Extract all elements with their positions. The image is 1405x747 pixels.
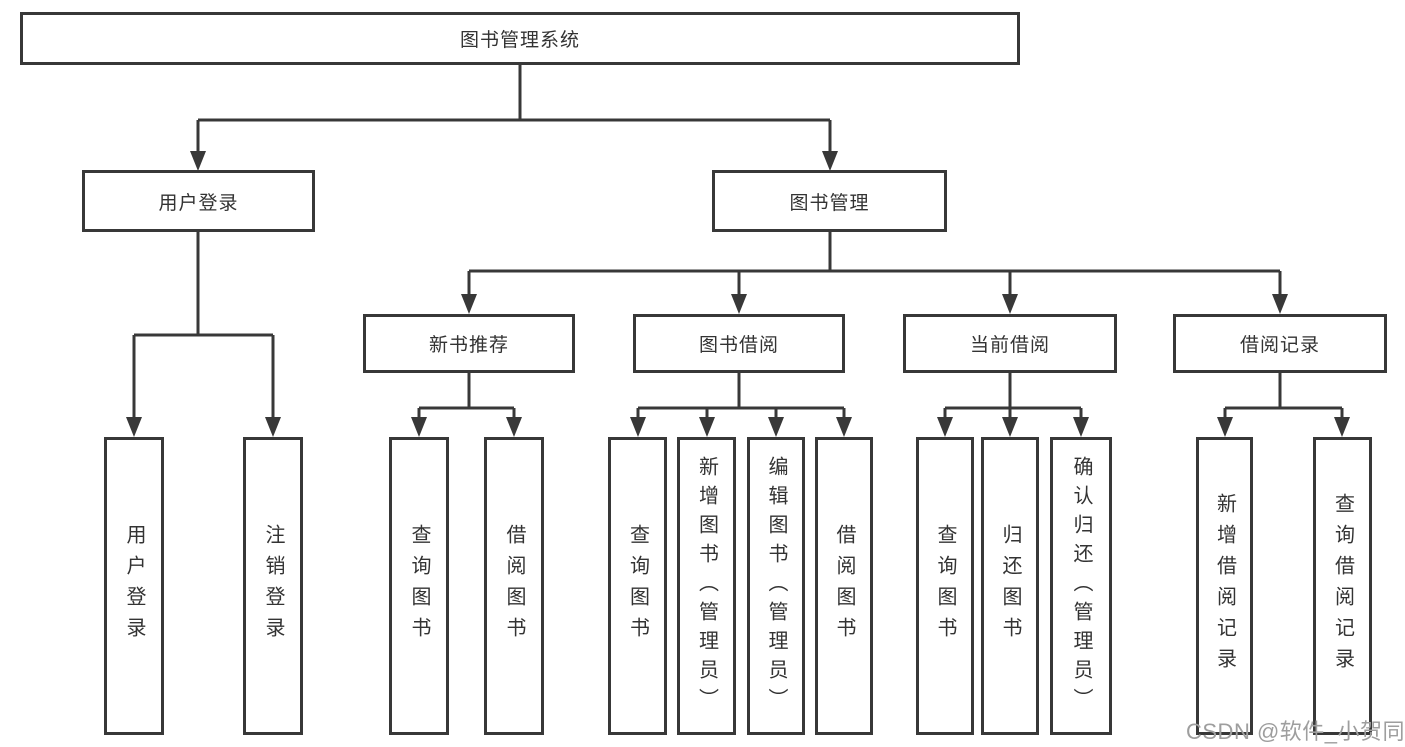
leaf-query-book-3: 查询图书 xyxy=(916,437,974,735)
leaf-add-book-admin: 新增图书（管理员） xyxy=(677,437,736,735)
node-new-book-recommend: 新书推荐 xyxy=(363,314,575,373)
node-label: 图书借阅 xyxy=(698,335,779,356)
node-book-management: 图书管理 xyxy=(712,170,947,232)
node-label: 查询图书 xyxy=(408,524,430,648)
node-label: 借阅记录 xyxy=(1239,335,1320,356)
node-book-borrowing: 图书借阅 xyxy=(633,314,845,373)
node-label: 用户登录 xyxy=(158,192,239,214)
node-label: 新书推荐 xyxy=(428,335,509,356)
node-label: 用户登录 xyxy=(123,524,145,648)
node-label: 查询图书 xyxy=(626,524,649,648)
node-label: 图书管理 xyxy=(789,192,870,214)
leaf-confirm-return-admin: 确认归还（管理员） xyxy=(1050,437,1112,735)
node-current-borrowing: 当前借阅 xyxy=(903,314,1117,373)
leaf-logout: 注销登录 xyxy=(243,437,303,735)
node-label: 借阅图书 xyxy=(503,524,525,648)
node-label: 归还图书 xyxy=(999,524,1021,648)
node-root: 图书管理系统 xyxy=(20,12,1020,65)
node-label: 编辑图书（管理员） xyxy=(765,455,787,717)
node-label: 借阅图书 xyxy=(833,524,855,648)
leaf-add-borrow-record: 新增借阅记录 xyxy=(1196,437,1253,735)
node-label: 新增图书（管理员） xyxy=(695,455,718,717)
node-label: 新增借阅记录 xyxy=(1213,493,1236,679)
node-borrowing-records: 借阅记录 xyxy=(1173,314,1387,373)
node-label: 确认归还（管理员） xyxy=(1070,455,1092,717)
leaf-query-book-2: 查询图书 xyxy=(608,437,667,735)
leaf-user-login: 用户登录 xyxy=(104,437,164,735)
leaf-edit-book-admin: 编辑图书（管理员） xyxy=(747,437,805,735)
csdn-watermark: CSDN @软件_小贺同学 xyxy=(1186,719,1405,744)
leaf-borrow-book-2: 借阅图书 xyxy=(815,437,873,735)
leaf-query-book-1: 查询图书 xyxy=(389,437,449,735)
node-label: 注销登录 xyxy=(262,524,284,648)
leaf-query-borrow-record: 查询借阅记录 xyxy=(1313,437,1372,735)
node-user-login-branch: 用户登录 xyxy=(82,170,315,232)
node-label: 查询图书 xyxy=(934,524,956,648)
node-label: 图书管理系统 xyxy=(459,30,580,51)
leaf-borrow-book-1: 借阅图书 xyxy=(484,437,544,735)
node-label: 当前借阅 xyxy=(969,335,1050,356)
leaf-return-book: 归还图书 xyxy=(981,437,1039,735)
node-label: 查询借阅记录 xyxy=(1331,493,1354,679)
